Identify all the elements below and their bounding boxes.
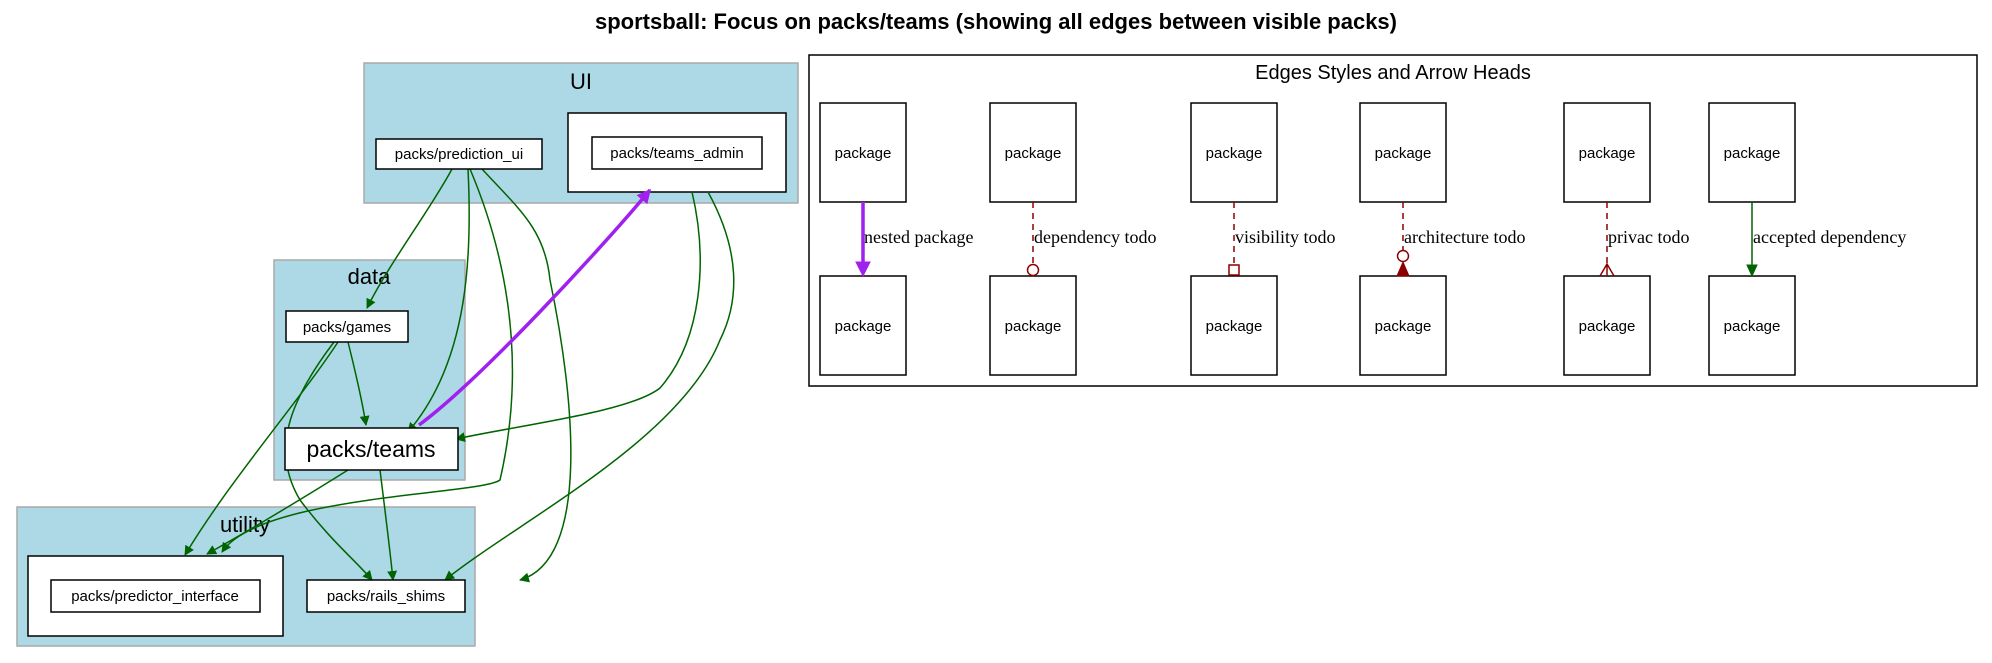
legend-item-privacy-todo: package package privac todo — [1563, 102, 1689, 376]
legend: Edges Styles and Arrow Heads package pac… — [808, 54, 1978, 387]
legend-arrowhead-crow — [1599, 262, 1615, 277]
legend-item-nested-package: package package nested package — [819, 102, 973, 376]
edge-teams-to-rails-shims — [379, 469, 398, 581]
edge-games-to-predictor-interface — [184, 341, 339, 556]
node-games-label: packs/games — [303, 319, 391, 336]
legend-node — [819, 275, 907, 376]
legend-node-label: package — [1005, 318, 1062, 335]
legend-node — [1359, 102, 1447, 203]
node-teams[interactable]: packs/teams — [284, 427, 459, 471]
edge-teams-to-predictor-interface — [206, 469, 349, 555]
edge-prediction-ui-to-games — [366, 168, 453, 309]
legend-node — [1563, 275, 1651, 376]
cluster-ui-label: UI — [570, 69, 592, 94]
legend-node-label: package — [1724, 145, 1781, 162]
legend-edge-label: nested package — [864, 227, 973, 247]
edge-games-to-rails-shims — [285, 341, 373, 581]
legend-node-label: package — [1375, 145, 1432, 162]
node-rails-shims-label: packs/rails_shims — [327, 588, 445, 605]
node-rails-shims[interactable]: packs/rails_shims — [306, 579, 466, 613]
legend-item-accepted-dependency: package package accepted dependency — [1708, 102, 1906, 376]
legend-node-label: package — [1005, 145, 1062, 162]
node-teams-label: packs/teams — [306, 436, 435, 462]
legend-node — [1190, 275, 1278, 376]
legend-node-label: package — [1206, 318, 1263, 335]
legend-arrowhead-normal — [1396, 260, 1410, 277]
legend-node — [1708, 102, 1796, 203]
node-games[interactable]: packs/games — [285, 310, 409, 343]
legend-edge-label: architecture todo — [1404, 227, 1525, 247]
edge-teams-admin-to-teams — [455, 191, 701, 442]
node-predictor-interface[interactable]: packs/predictor_interface — [50, 579, 261, 613]
legend-node — [1359, 275, 1447, 376]
edge-prediction-ui-to-predictor-interface — [221, 168, 514, 553]
node-teams-admin-label: packs/teams_admin — [610, 145, 743, 162]
legend-node — [819, 102, 907, 203]
legend-item-architecture-todo: package package architecture todo — [1359, 102, 1525, 376]
cluster-ui: UI — [363, 62, 799, 204]
cluster-utility: utility — [16, 506, 476, 647]
node-predictor-interface-label: packs/predictor_interface — [71, 588, 239, 605]
node-prediction-ui[interactable]: packs/prediction_ui — [375, 138, 543, 170]
legend-node-label: package — [1579, 318, 1636, 335]
node-prediction-ui-label: packs/prediction_ui — [395, 146, 523, 163]
legend-edge-label: visibility todo — [1235, 227, 1336, 247]
dependency-edges — [184, 168, 735, 583]
edge-teams-admin-to-rails-shims — [444, 191, 735, 581]
legend-node — [989, 102, 1077, 203]
legend-edge-label: dependency todo — [1034, 227, 1156, 247]
legend-edge-label: privac todo — [1608, 227, 1689, 247]
node-teams-admin[interactable]: packs/teams_admin — [591, 136, 763, 170]
legend-edge-label: accepted dependency — [1753, 227, 1906, 247]
legend-node-label: package — [835, 318, 892, 335]
graph-title: sportsball: Focus on packs/teams (showin… — [595, 9, 1397, 34]
legend-node-label: package — [835, 145, 892, 162]
legend-item-visibility-todo: package package visibility todo — [1190, 102, 1336, 376]
legend-node-label: package — [1579, 145, 1636, 162]
legend-node-label: package — [1206, 145, 1263, 162]
legend-arrowhead-odot — [1396, 249, 1410, 263]
legend-node — [1190, 102, 1278, 203]
legend-node-label: package — [1724, 318, 1781, 335]
legend-node — [989, 275, 1077, 376]
legend-arrowhead-obox — [1228, 264, 1240, 276]
legend-item-dependency-todo: package package dependency todo — [989, 102, 1156, 376]
legend-arrowhead-normal — [855, 261, 871, 278]
legend-node-label: package — [1375, 318, 1432, 335]
edge-prediction-ui-to-teams — [407, 168, 471, 433]
edge-teams-to-teams-admin-nested — [417, 188, 652, 427]
legend-arrowhead-normal — [1746, 264, 1758, 278]
legend-title: Edges Styles and Arrow Heads — [1255, 62, 1531, 84]
legend-arrowhead-odot — [1026, 263, 1040, 277]
edge-prediction-ui-to-rails-shims — [481, 168, 572, 583]
edge-games-to-teams — [347, 341, 370, 426]
